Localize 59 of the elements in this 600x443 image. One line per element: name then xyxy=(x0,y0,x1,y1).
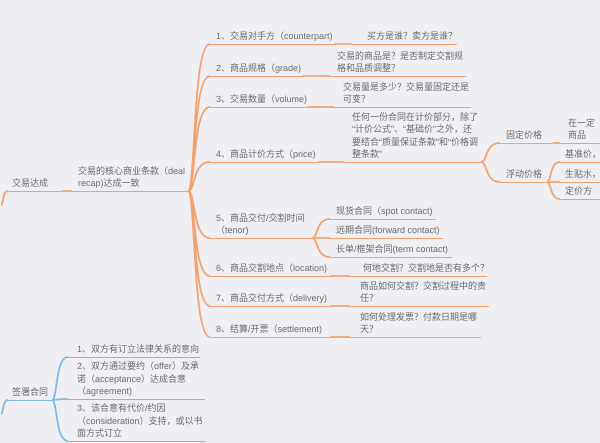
branch-line xyxy=(330,275,350,277)
branch-topic: 4、商品计价方式（price) xyxy=(210,148,318,163)
branch-topic: 在一定商品 xyxy=(560,116,600,144)
branch-topic: 3、交易数量（volume) xyxy=(210,93,307,108)
branch-topic: 长单/框架合同(term contact) xyxy=(330,243,452,258)
branch-topic: 交易的核心商业条款（deal recap)达成一致 xyxy=(72,164,188,192)
branch-topic: 现货合同（spot contact) xyxy=(330,205,436,220)
branch-topic: 7、商品交付方式（delivery) xyxy=(210,292,330,307)
branch-line xyxy=(330,336,350,338)
branch-topic: 2、双方通过要约（offer）及承诺（acceptance）达成合意（agreement) xyxy=(68,360,205,400)
branch-topic: 生贴水， xyxy=(560,168,600,183)
branch-line xyxy=(307,106,334,108)
branch-topic: 基准价， xyxy=(560,148,600,163)
branch-line xyxy=(187,190,210,277)
branch-topic: 固定价格 xyxy=(500,129,553,144)
branch-line xyxy=(334,43,352,45)
branch-topic: 5、商品交付/交割时间（tenor) xyxy=(210,212,312,239)
branch-topic: 6、商品交割地点（location) xyxy=(210,262,330,277)
branch-topic: 交易量是多少？交易量固定还是可变？ xyxy=(334,80,471,108)
branch-line xyxy=(188,190,210,239)
branch-line xyxy=(312,218,330,239)
branch-line xyxy=(546,161,560,183)
branch-topic: 如何处理发票？付款日期是哪天？ xyxy=(350,310,481,338)
branch-topic: 1、交易对手方（counterpart) xyxy=(210,30,334,45)
branch-line xyxy=(312,237,330,258)
branch-line xyxy=(480,161,500,183)
branch-line xyxy=(187,106,210,192)
branch-topic: 任何一份合同在计价部分，除了“计价公式”、“基础价”之外，还要结合“质量保证条款”和“价格调整条款” xyxy=(344,110,481,163)
branch-line xyxy=(553,142,560,144)
branch-topic: 签署合同 xyxy=(8,386,52,401)
branch-line xyxy=(52,398,68,401)
branch-line xyxy=(0,190,8,206)
branch-topic: 3、该合意有代价/约因（consideration）支持，或以书面方式订立 xyxy=(68,402,206,442)
branch-line xyxy=(187,43,211,192)
branch-line xyxy=(187,75,210,192)
branch-line xyxy=(546,181,560,200)
branch-line xyxy=(312,237,330,239)
branch-topic: 买方是谁？卖方是谁？ xyxy=(352,30,457,45)
branch-topic: 交易达成 xyxy=(8,177,62,192)
branch-line xyxy=(188,161,210,192)
branch-line xyxy=(318,161,344,163)
branch-topic: 8、结算/开票（settlement) xyxy=(210,323,330,338)
branch-line xyxy=(52,356,68,401)
branch-topic: 定价方 xyxy=(560,185,600,200)
branch-topic: 商品如何交割？交割过程中的责任？ xyxy=(350,280,489,307)
branch-topic: 1、双方有订立法律关系的意向 xyxy=(68,343,200,358)
branch-line xyxy=(62,190,72,192)
branch-topic: 何地交割？交割地是否有多个？ xyxy=(350,262,487,277)
branch-topic: 远期合同(forward contact) xyxy=(330,224,443,239)
branch-line xyxy=(480,142,500,163)
branch-line xyxy=(302,75,330,77)
branch-topic: 2、商品规格（grade) xyxy=(210,62,302,77)
branch-line xyxy=(330,305,350,307)
branch-topic: 浮动价格 xyxy=(500,168,547,183)
branch-line xyxy=(52,399,68,442)
branch-line xyxy=(187,190,211,338)
branch-topic: 交易的商品是？是否制定交割规格和品质调整？ xyxy=(330,50,466,77)
branch-line xyxy=(547,181,560,183)
branch-line xyxy=(0,399,8,415)
